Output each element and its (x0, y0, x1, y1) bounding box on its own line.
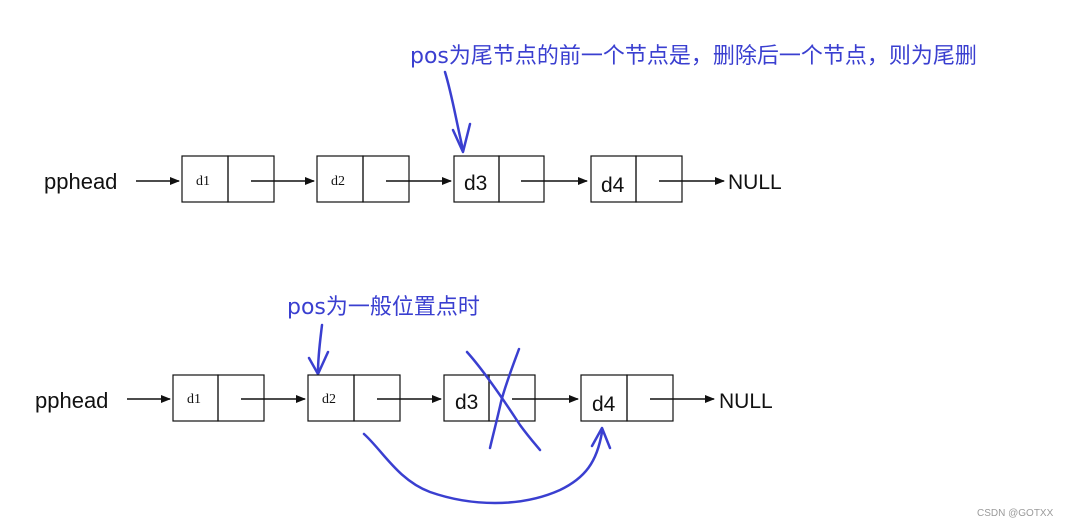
top-null-label: NULL (728, 171, 782, 194)
bottom-pos-pointer (316, 323, 324, 374)
top-node-d4: d4 (590, 155, 683, 203)
bypass-curve-arrow (362, 426, 612, 505)
bottom-node-d3-label: d3 (455, 391, 478, 414)
top-node-d2-label: d2 (331, 174, 345, 189)
bottom-node-d1-label: d1 (187, 392, 201, 407)
delete-cross-mark (465, 347, 542, 452)
bottom-node-d4-label: d4 (592, 393, 616, 416)
top-pos-pointer (443, 70, 465, 152)
bottom-node-d3: d3 (443, 374, 536, 422)
bottom-diagram: pos为一般位置点时 pphead d1 d2 d3 (35, 295, 773, 505)
bottom-node-d2-label: d2 (322, 392, 336, 407)
top-head-label: pphead (44, 169, 117, 194)
bottom-node-d2: d2 (307, 374, 401, 422)
bottom-head-label: pphead (35, 388, 108, 413)
top-pos-pointer-head (451, 122, 472, 154)
top-node-d4-label: d4 (601, 174, 625, 197)
bottom-node-d4: d4 (580, 374, 674, 422)
bottom-pos-pointer-head (307, 350, 330, 376)
top-node-d3-label: d3 (464, 172, 487, 195)
top-node-d1-label: d1 (196, 174, 210, 189)
watermark: CSDN @GOTXX (977, 508, 1054, 519)
top-diagram: pos为尾节点的前一个节点是，删除后一个节点，则为尾删 pphead d1 d2… (44, 44, 977, 203)
top-node-d1: d1 (181, 155, 275, 203)
bottom-node-d1: d1 (172, 374, 265, 422)
top-annotation: pos为尾节点的前一个节点是，删除后一个节点，则为尾删 (410, 44, 977, 69)
top-node-d3: d3 (453, 155, 545, 203)
top-node-d2: d2 (316, 155, 410, 203)
bottom-null-label: NULL (719, 390, 773, 413)
bottom-annotation: pos为一般位置点时 (287, 295, 480, 320)
